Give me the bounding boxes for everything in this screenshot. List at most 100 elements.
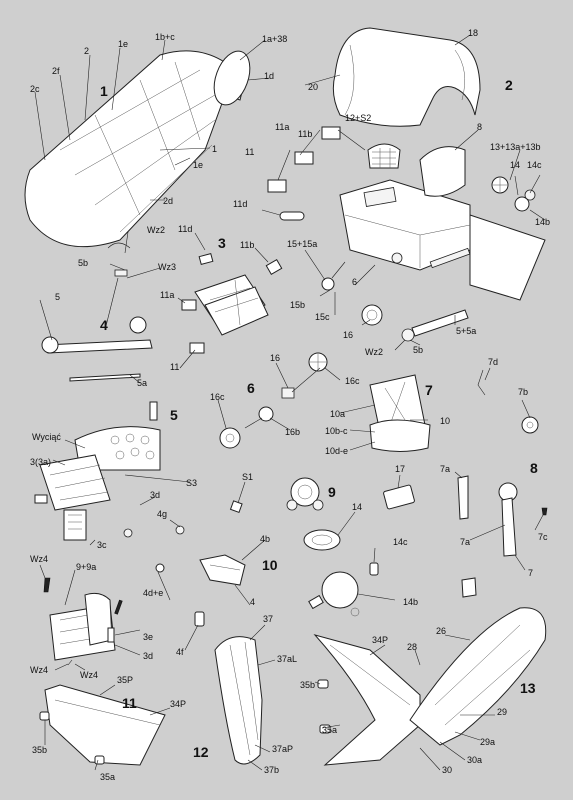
label-2c: 2c <box>30 84 40 94</box>
label-wz4-b: Wz4 <box>80 670 98 680</box>
label-11-mid: 11 <box>170 362 179 372</box>
label-4b: 4b <box>260 534 270 544</box>
label-29a: 29a <box>480 737 495 747</box>
label-26: 26 <box>436 626 446 636</box>
part-8-armor-plate <box>419 146 466 197</box>
label-11a: 11a <box>275 122 289 132</box>
label-5b-left: 5b <box>78 258 88 268</box>
label-16-mid: 16 <box>270 353 280 363</box>
label-7a-bottom: 7a <box>460 537 470 547</box>
label-34P-left: 34P <box>170 699 186 709</box>
label-wyciac: Wyciąć <box>32 432 61 442</box>
label-37: 37 <box>263 614 273 624</box>
label-11d-mid: 11d <box>178 224 192 234</box>
label-35a-left: 35a <box>100 772 115 782</box>
step7-leader-lines <box>339 404 428 451</box>
step-number: 5 <box>170 407 178 423</box>
step-number: 11 <box>122 695 137 711</box>
label-3d-top: 3d <box>150 490 160 500</box>
label-8: 8 <box>477 122 482 132</box>
part-12-rudder <box>214 636 263 765</box>
step-number: 13 <box>520 680 536 696</box>
step-number: 3 <box>218 235 226 251</box>
label-3c: 3c <box>97 540 107 550</box>
label-30a: 30a <box>467 755 482 765</box>
step-number: 1 <box>100 83 108 99</box>
label-29: 29 <box>497 707 507 717</box>
label-2d: 2d <box>163 196 173 206</box>
label-28: 28 <box>407 642 417 652</box>
label-37aL: 37aL <box>277 654 297 664</box>
part-11-block <box>267 179 287 193</box>
label-wz2-right: Wz2 <box>365 347 383 357</box>
label-3e: 3e <box>143 632 153 642</box>
label-11b-mid: 11b <box>240 240 254 250</box>
label-7a-top: 7a <box>440 464 450 474</box>
label-4g: 4g <box>157 509 167 519</box>
label-wz4-top: Wz4 <box>30 554 48 564</box>
label-14-mid: 14 <box>352 502 362 512</box>
part-11a-block <box>294 151 314 165</box>
label-11d: 11d <box>233 199 247 209</box>
label-5a: 5a <box>137 378 147 388</box>
part-9-engine <box>286 477 415 617</box>
label-10: 10 <box>440 416 450 426</box>
part-7-seat <box>369 374 431 452</box>
step10-leader-lines <box>157 481 266 651</box>
label-14c-mid: 14c <box>393 537 408 547</box>
part-8-strut-assembly <box>457 369 548 598</box>
label-34P-right: 34P <box>372 635 388 645</box>
step12-leader-lines <box>247 624 276 771</box>
label-5-5a: 5+5a <box>456 326 476 336</box>
part-15-lever <box>321 261 346 291</box>
label-wz4-a: Wz4 <box>30 665 48 675</box>
label-10a: 10a <box>330 409 345 419</box>
label-16c-right: 16c <box>345 376 360 386</box>
part-12-instrument-panel <box>367 143 401 169</box>
step-number: 4 <box>100 317 108 333</box>
part-14-gear <box>514 189 536 212</box>
label-1a38: 1a+38 <box>262 34 287 44</box>
label-35b-right: 35b <box>300 680 315 690</box>
label-10bc: 10b-c <box>325 426 348 436</box>
part-3-panel-assembly <box>43 577 123 666</box>
label-7c: 7c <box>538 532 548 542</box>
label-1e-bottom: 1e <box>193 160 203 170</box>
label-17: 17 <box>395 464 405 474</box>
label-3-3a: 3(3a) <box>30 457 51 467</box>
label-1d: 1d <box>264 71 274 81</box>
part-10-bracket <box>155 500 246 627</box>
label-11b: 11b <box>298 129 312 139</box>
label-37b: 37b <box>264 765 279 775</box>
label-14b: 14b <box>535 217 550 227</box>
part-11b-block <box>321 126 341 140</box>
part-11-stabilizer <box>39 684 166 766</box>
part-6-control-column <box>219 352 328 449</box>
step11-leader-lines <box>44 684 171 771</box>
part-2-cowling <box>332 27 481 127</box>
label-1b1c: 1b+c <box>155 32 175 42</box>
step-number: 6 <box>247 380 255 396</box>
label-14: 14 <box>510 160 520 170</box>
label-6: 6 <box>352 277 357 287</box>
label-35a-right: 35a <box>322 725 337 735</box>
label-30: 30 <box>442 765 452 775</box>
label-15c: 15c <box>315 312 330 322</box>
step-number: 8 <box>530 460 538 476</box>
label-35b-left: 35b <box>32 745 47 755</box>
label-7: 7 <box>528 568 533 578</box>
label-16b: 16b <box>285 427 300 437</box>
label-10de: 10d-e <box>325 446 348 456</box>
label-11a-mid: 11a <box>160 290 174 300</box>
label-7d: 7d <box>488 357 498 367</box>
label-13: 13+13a+13b <box>490 142 541 152</box>
label-11: 11 <box>245 147 254 157</box>
cockpit-frame-assembly <box>339 179 546 301</box>
step-number: 2 <box>505 77 513 93</box>
label-2: 2 <box>84 46 89 56</box>
label-5b-right: 5b <box>413 345 423 355</box>
part-13-tail-assembly <box>313 607 547 766</box>
label-20: 20 <box>308 82 318 92</box>
step-number: 12 <box>193 744 209 760</box>
